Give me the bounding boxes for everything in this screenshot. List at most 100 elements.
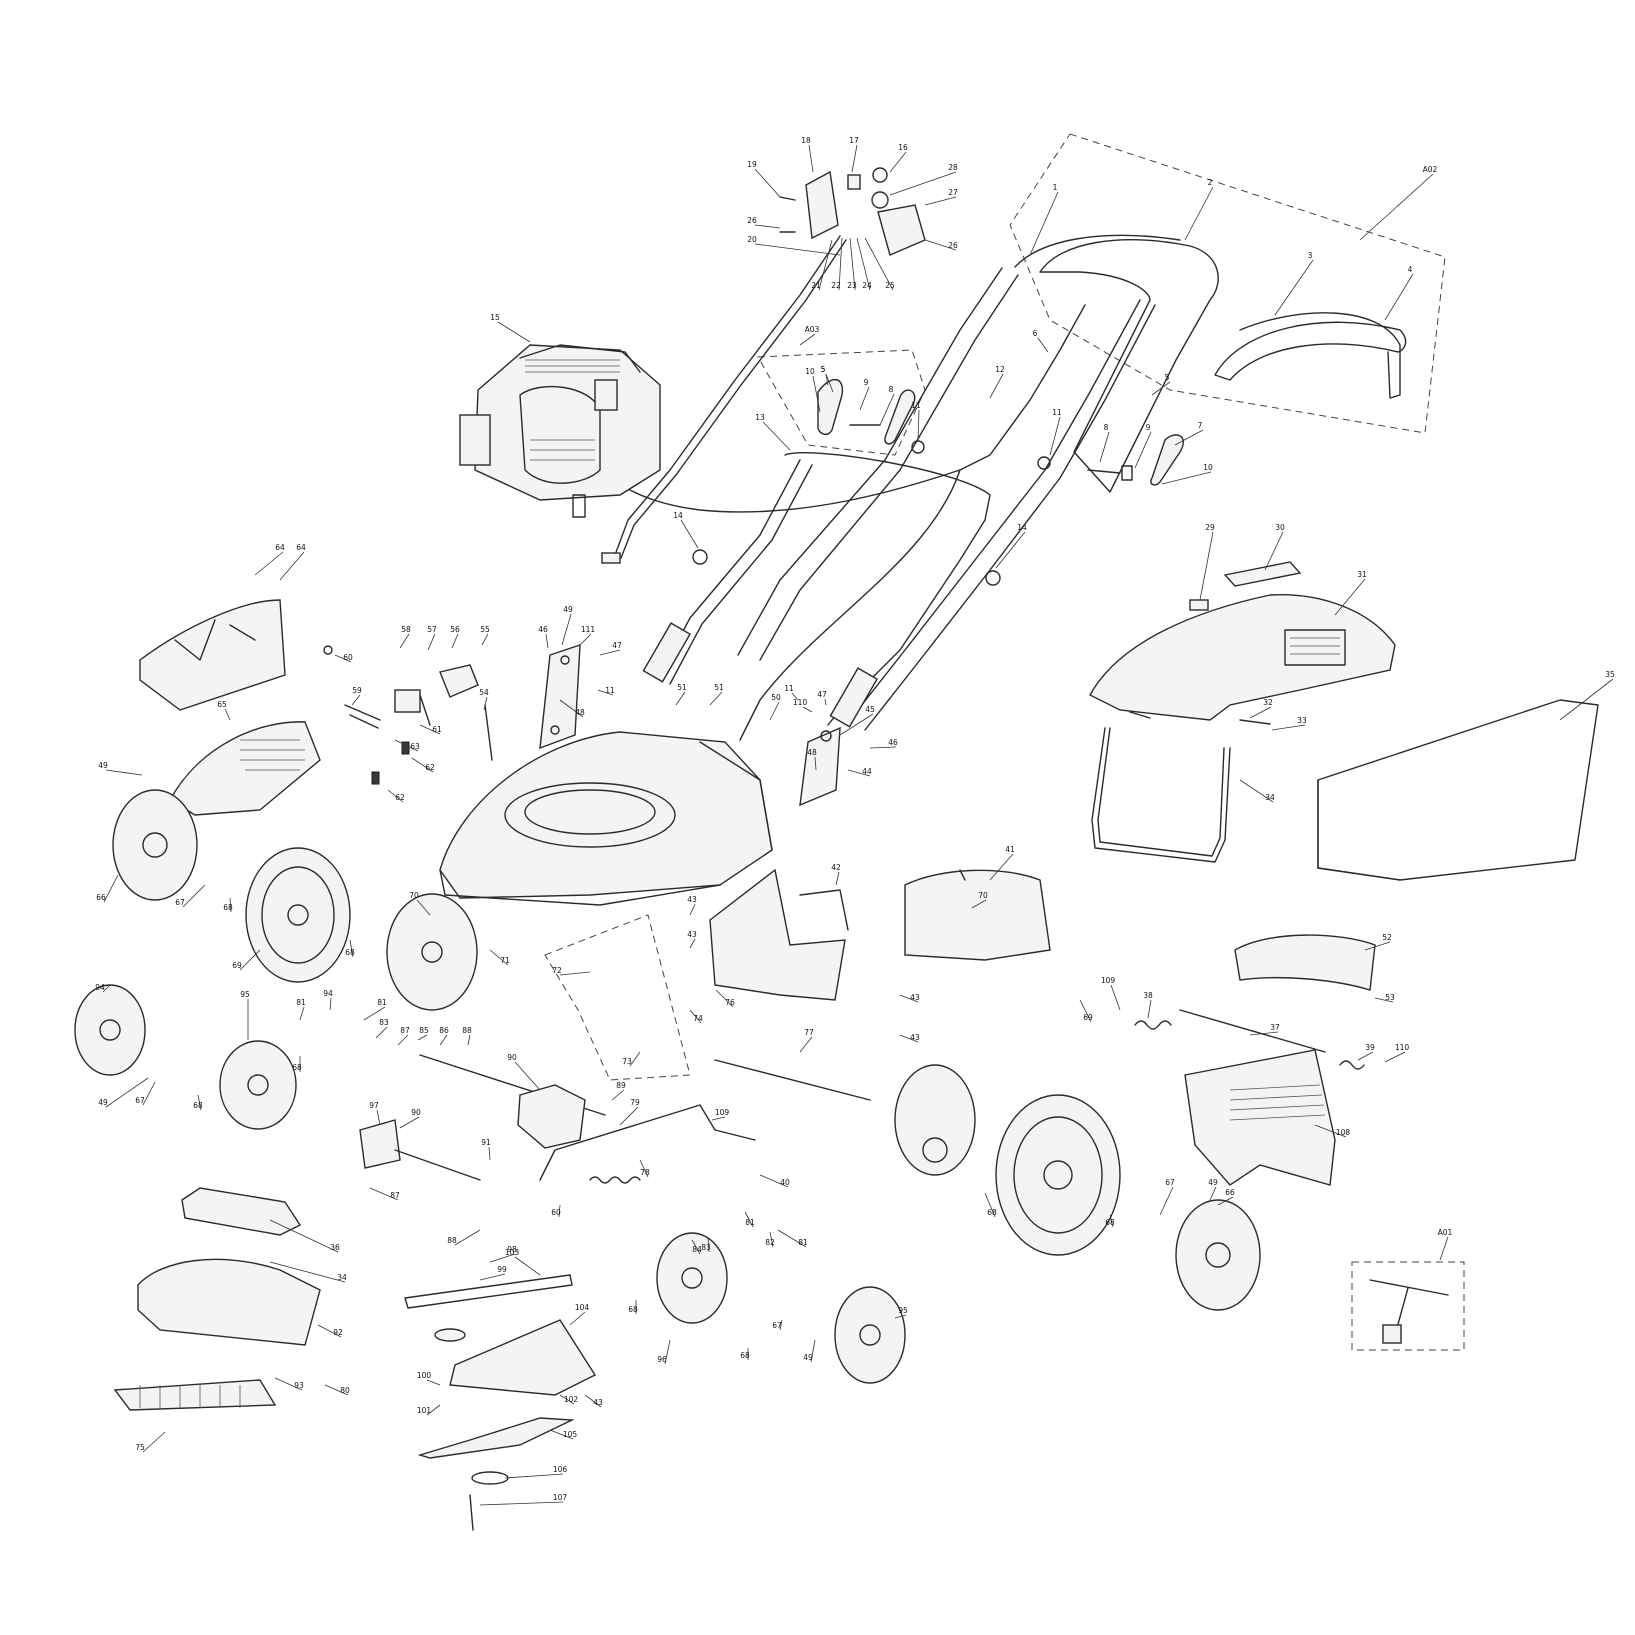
height-adjuster-56-63 <box>323 645 493 785</box>
leader-line-58 <box>399 633 410 649</box>
leader-line-63 <box>394 739 419 752</box>
callout-9: 9 <box>1146 423 1151 432</box>
throttle-cable-20 <box>601 235 847 564</box>
callout-35: 35 <box>1605 670 1615 679</box>
leader-line-67 <box>182 884 206 908</box>
leader-line-100 <box>426 1379 441 1386</box>
callout-6: 6 <box>1033 329 1038 338</box>
leader-line-84 <box>691 1239 701 1255</box>
callout-54: 54 <box>479 688 489 697</box>
callout-68: 68 <box>987 1208 997 1217</box>
leader-line-34 <box>1239 779 1274 803</box>
callout-62: 62 <box>425 763 435 772</box>
leader-line-51 <box>675 691 686 706</box>
belt-102 <box>404 1274 573 1309</box>
callout-37: 37 <box>1270 1023 1280 1032</box>
leader-line-102 <box>559 1394 575 1405</box>
leader-line-13 <box>762 421 791 451</box>
callout-43: 43 <box>687 895 697 904</box>
lower-handle <box>642 452 991 728</box>
callout-10: 10 <box>1203 463 1213 472</box>
leader-line-59 <box>351 694 361 706</box>
leader-line-29 <box>1199 531 1214 601</box>
leader-line-88 <box>467 1034 471 1046</box>
callout-5: 5 <box>1165 373 1170 382</box>
wrench-111 <box>1369 1279 1449 1344</box>
callout-88: 88 <box>462 1026 472 1035</box>
bracket-left-49 <box>539 644 581 750</box>
leader-line-38 <box>1147 999 1152 1019</box>
callout-87: 87 <box>390 1191 400 1200</box>
leader-line-109 <box>711 1116 726 1121</box>
leader-lines <box>102 144 1614 1506</box>
leader-line-64 <box>279 551 305 581</box>
leader-line-79 <box>619 1106 639 1126</box>
callout-67: 67 <box>135 1096 145 1105</box>
leader-line-68 <box>349 939 354 958</box>
callout-68: 68 <box>1105 1218 1115 1227</box>
callout-68: 68 <box>740 1351 750 1360</box>
leader-line-2 <box>1184 186 1214 241</box>
callout-68: 68 <box>223 903 233 912</box>
front-bumper-36 <box>181 1187 302 1236</box>
callout-36: 36 <box>330 1243 340 1252</box>
leader-line-26 <box>924 239 957 251</box>
leader-line-24 <box>856 237 871 291</box>
leader-line-39 <box>1357 1051 1374 1061</box>
leader-line-45 <box>839 713 874 736</box>
leader-line-43 <box>689 938 696 949</box>
callout-11: 11 <box>911 401 921 410</box>
leader-line-16 <box>889 151 907 173</box>
leader-line-37 <box>1249 1031 1279 1036</box>
bail-lever-4 <box>1239 312 1401 399</box>
callout-50: 50 <box>771 693 781 702</box>
callout-88: 88 <box>447 1236 457 1245</box>
callout-39: 39 <box>1365 1043 1375 1052</box>
leader-line-49 <box>810 1339 816 1363</box>
callout-25: 25 <box>885 281 895 290</box>
leader-line-72 <box>559 971 591 976</box>
leader-line-68 <box>229 897 232 913</box>
callout-46: 46 <box>538 625 548 634</box>
leader-line-107 <box>479 1501 564 1506</box>
callout-79: 79 <box>630 1098 640 1107</box>
callout-90: 90 <box>411 1108 421 1117</box>
callout-95: 95 <box>240 990 250 999</box>
leader-line-81 <box>299 1006 305 1021</box>
leader-line-10 <box>1161 471 1212 485</box>
callout-52: 52 <box>1382 933 1392 942</box>
callout-92: 92 <box>333 1328 343 1337</box>
callout-14: 14 <box>1017 523 1027 532</box>
leader-line-64 <box>254 551 284 576</box>
handle-cable-12 <box>629 304 1086 741</box>
leader-line-85 <box>417 1034 428 1041</box>
hubcap-94-right <box>834 1286 906 1384</box>
leader-line-31 <box>1334 578 1366 616</box>
leader-line-51 <box>709 691 723 706</box>
leader-line-1 <box>1029 191 1059 256</box>
leader-line-12 <box>989 373 1004 399</box>
leader-line-43 <box>899 994 919 1003</box>
catcher-lid-31 <box>1089 593 1396 721</box>
callout-2: 2 <box>1208 178 1213 187</box>
leader-line-9 <box>859 386 870 411</box>
blade-adapter-103 <box>449 1319 597 1396</box>
callout-48: 48 <box>807 748 817 757</box>
callout-42: 42 <box>831 863 841 872</box>
leader-line-106 <box>504 1473 564 1479</box>
callout-76: 76 <box>725 998 735 1007</box>
callout-97: 97 <box>369 1101 379 1110</box>
callout-41: 41 <box>1005 845 1015 854</box>
leader-line-a01 <box>1439 1236 1449 1261</box>
callout-16: 16 <box>898 143 908 152</box>
leader-line-54 <box>483 696 488 711</box>
leader-line-94 <box>329 997 332 1011</box>
callout-43: 43 <box>910 1033 920 1042</box>
leader-line-87 <box>369 1187 399 1201</box>
callout-60: 60 <box>343 653 353 662</box>
callout-67: 67 <box>1165 1178 1175 1187</box>
upper-handle <box>737 234 1219 731</box>
leader-line-50 <box>769 701 780 721</box>
callout-5: 5 <box>821 365 826 374</box>
leader-line-83 <box>707 1237 710 1253</box>
